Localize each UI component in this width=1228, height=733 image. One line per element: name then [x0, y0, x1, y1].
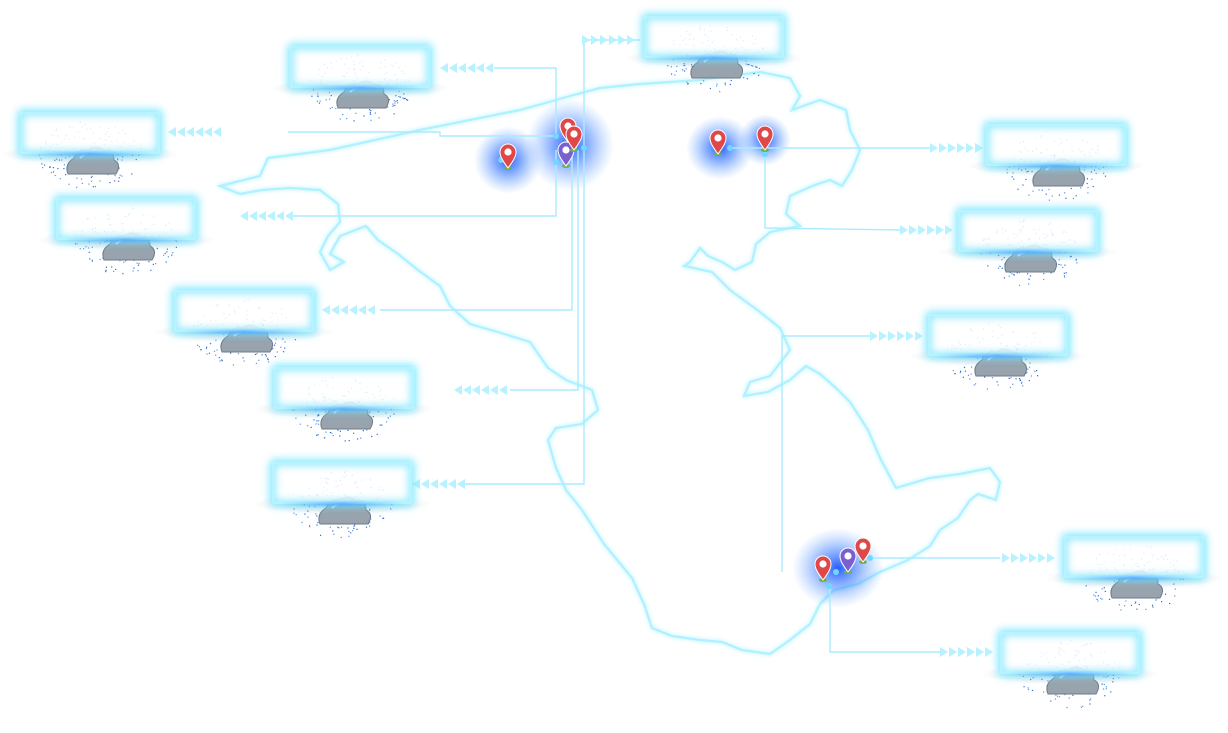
label-box-5[interactable] [274, 367, 414, 411]
label-box-7[interactable] [644, 16, 784, 60]
arrow-chevrons [168, 35, 1055, 657]
label-box-8-glow [994, 164, 1118, 168]
label-box-3-glow [64, 238, 188, 242]
markers-layer [499, 117, 872, 582]
label-box-11-glow [1072, 576, 1196, 580]
label-box-5-glow [282, 407, 406, 411]
marker-9-pin-icon[interactable] [854, 537, 872, 564]
label-box-2[interactable] [20, 112, 160, 156]
marker-5-pin-icon[interactable] [709, 129, 727, 156]
label-box-9-glow [966, 250, 1090, 254]
marker-6-pin-icon[interactable] [756, 125, 774, 152]
label-box-1-glow [298, 86, 422, 90]
label-box-7-glow [652, 56, 776, 60]
marker-8-pin-icon[interactable] [839, 547, 857, 574]
endpoint-dots [498, 133, 873, 589]
label-box-10[interactable] [928, 314, 1068, 358]
label-box-1[interactable] [290, 46, 430, 90]
label-box-6-glow [280, 502, 404, 506]
label-box-10-glow [936, 354, 1060, 358]
glow-halos [474, 99, 884, 608]
marker-1-pin-icon[interactable] [499, 143, 517, 170]
label-box-4-glow [182, 330, 306, 334]
label-box-8[interactable] [986, 124, 1126, 168]
label-box-6[interactable] [272, 462, 412, 506]
region-outline [216, 70, 1002, 656]
label-box-12[interactable] [1000, 632, 1140, 676]
marker-3-pin-icon[interactable] [557, 141, 575, 168]
label-box-4[interactable] [174, 290, 314, 334]
label-box-12-glow [1008, 672, 1132, 676]
label-box-9[interactable] [958, 210, 1098, 254]
marker-7-pin-icon[interactable] [814, 555, 832, 582]
marker-4-pin-icon[interactable] [565, 125, 583, 152]
connector-lines [288, 39, 1000, 653]
label-box-11[interactable] [1064, 536, 1204, 580]
label-box-3[interactable] [56, 198, 196, 242]
label-box-2-glow [28, 152, 152, 156]
